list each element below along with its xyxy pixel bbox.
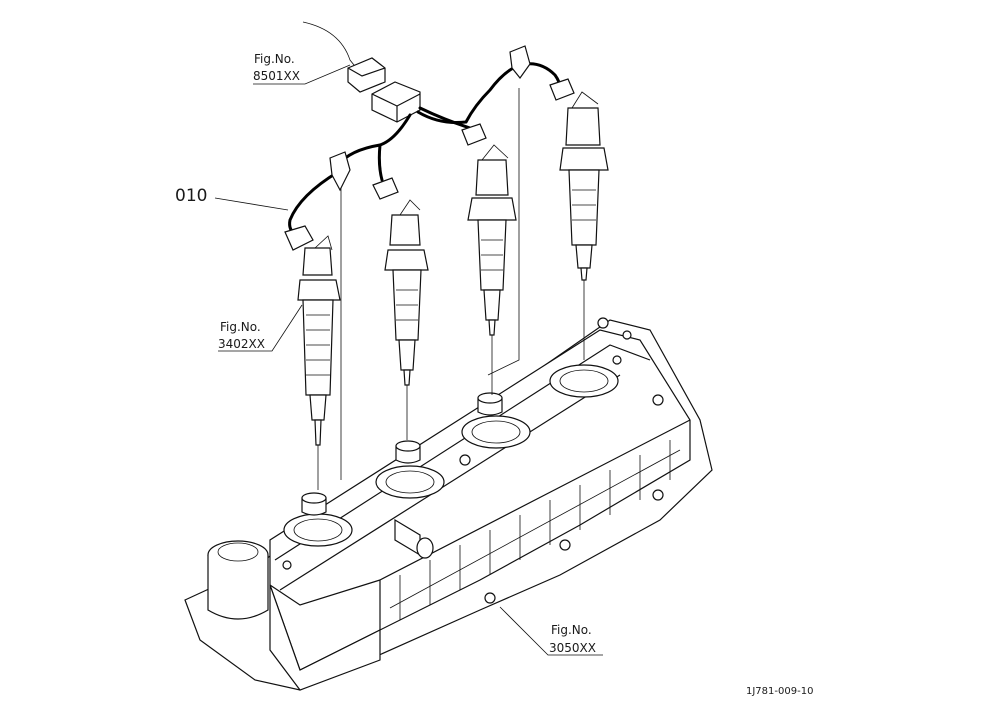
injector-2 <box>384 199 429 386</box>
cylinder-head-cover <box>184 317 713 691</box>
injector-harness <box>284 45 575 251</box>
injector-1 <box>297 235 341 446</box>
drawing-code: 1J781-009-10 <box>746 686 813 697</box>
injector-fig-number: 3402XX <box>218 337 265 351</box>
harness-fig-number: 8501XX <box>253 69 300 83</box>
external-connector <box>302 21 386 93</box>
injector-3 <box>467 144 517 336</box>
cover-fig-prefix: Fig.No. <box>551 623 592 637</box>
harness-fig-prefix: Fig.No. <box>254 52 295 66</box>
leader-lines <box>214 64 603 656</box>
injector-fig-prefix: Fig.No. <box>220 320 261 334</box>
injector-4 <box>559 91 609 281</box>
alignment-lines <box>317 88 585 490</box>
cover-fig-number: 3050XX <box>549 641 596 655</box>
item-010-label: 010 <box>175 186 207 206</box>
